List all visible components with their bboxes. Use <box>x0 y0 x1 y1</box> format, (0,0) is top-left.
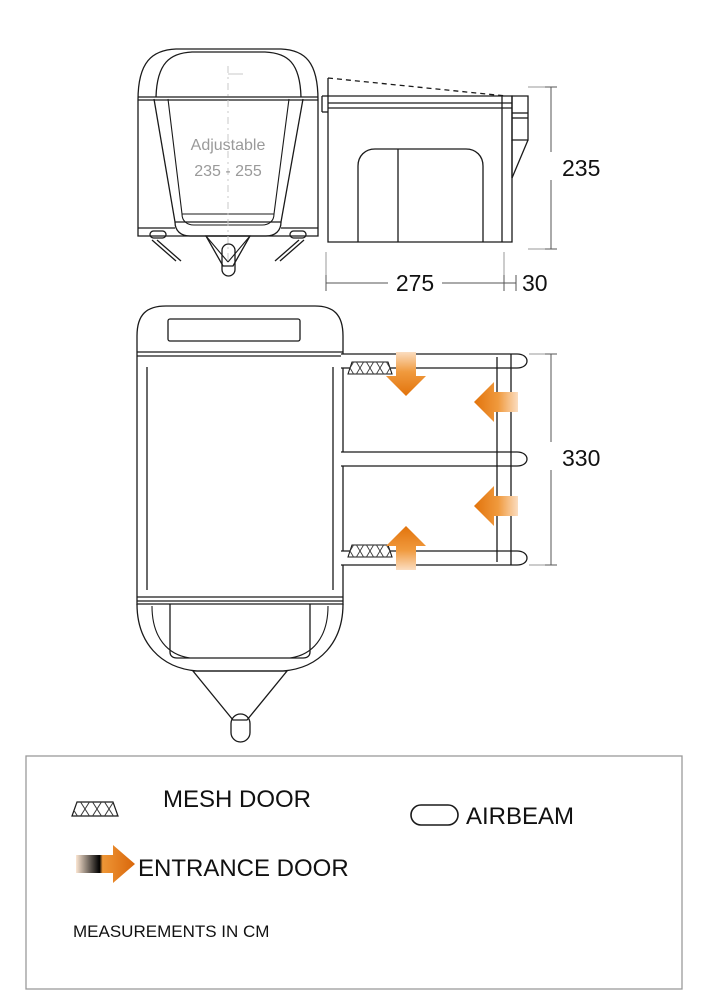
side-door-outline <box>357 148 484 242</box>
entrance-door-arrow-upper-right <box>474 382 518 422</box>
side-body-outline <box>327 95 513 243</box>
front-roof-curve <box>137 48 319 101</box>
legend-measurements-note: MEASUREMENTS IN CM <box>73 922 269 941</box>
front-leg-right-a <box>279 239 305 262</box>
front-leg-left-b <box>156 239 182 262</box>
mesh-door-plan-top <box>347 361 393 375</box>
plan-view-awning <box>341 353 528 566</box>
front-hitch-inner-right <box>227 235 251 263</box>
front-leg-right-b <box>274 239 300 262</box>
dimension-height-235: 235 <box>562 155 600 181</box>
front-leg-left-a <box>151 239 177 262</box>
entrance-door-arrow-icon <box>76 845 135 883</box>
side-roof-dashed <box>327 77 507 97</box>
front-vent-left <box>149 230 167 239</box>
front-hitch-post <box>221 243 236 277</box>
adjustable-label: Adjustable <box>191 137 266 154</box>
mesh-door-plan-bottom <box>347 544 393 558</box>
plan-view-caravan <box>136 305 344 743</box>
plan-rear-window <box>167 318 301 342</box>
side-elevation-view <box>321 77 529 243</box>
airbeam-icon <box>410 804 459 826</box>
airbeam-middle <box>341 451 528 467</box>
entrance-door-arrow-lower-right <box>474 486 518 526</box>
dimension-depth-275: 275 <box>396 270 434 296</box>
side-overhang-taper-right <box>511 139 529 179</box>
plan-front-locker <box>169 604 311 659</box>
front-hitch-inner-left <box>205 235 229 263</box>
front-vent-right <box>289 230 307 239</box>
legend-label-entrance-door: ENTRANCE DOOR <box>138 855 349 882</box>
legend-label-airbeam: AIRBEAM <box>466 803 574 830</box>
dim330-text-bg <box>531 442 595 470</box>
dim235-text-bg <box>531 152 593 180</box>
legend-box <box>25 755 683 990</box>
entrance-door-arrow-bottom <box>386 526 426 570</box>
legend-label-mesh-door: MESH DOOR <box>163 786 311 813</box>
dim275-text-bg <box>388 271 442 296</box>
plan-hitch-head <box>230 713 251 743</box>
dimension-overhang-30: 30 <box>522 270 548 296</box>
plan-nose-arc-right <box>289 605 329 659</box>
entrance-door-arrow-top <box>386 352 426 396</box>
plan-a-frame <box>191 670 289 721</box>
front-hitch-cone <box>204 235 252 267</box>
front-roof-inner-arc <box>155 51 302 98</box>
plan-nose-arc-left <box>151 605 191 659</box>
adjustable-range: 235 - 255 <box>194 163 262 180</box>
front-elevation-view <box>137 48 319 277</box>
plan-body-outline <box>136 305 344 605</box>
dimension-width-330: 330 <box>562 445 600 471</box>
